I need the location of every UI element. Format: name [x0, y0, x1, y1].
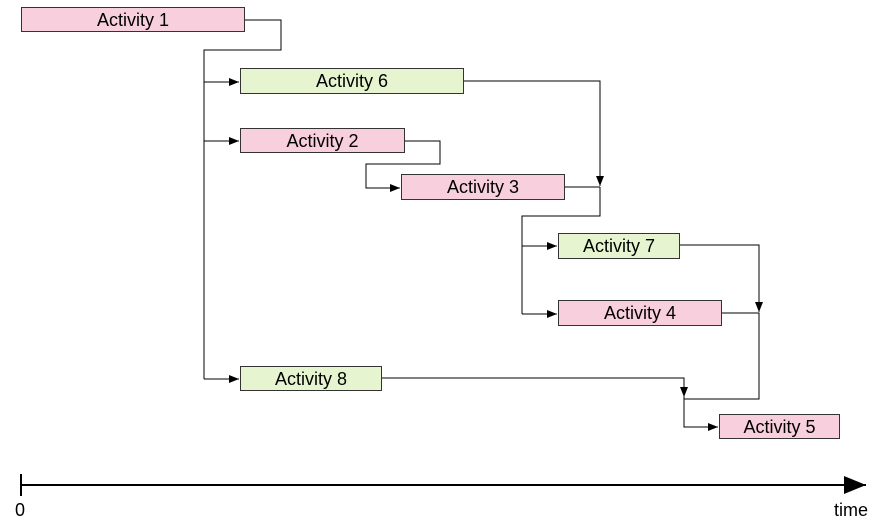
activity-box-5: Activity 5 [719, 414, 840, 439]
activity-box-1: Activity 1 [21, 7, 245, 32]
activity-box-7: Activity 7 [558, 233, 680, 259]
connector-merge-branch [521, 187, 601, 314]
activity-box-2: Activity 2 [240, 128, 405, 153]
time-axis-label: time [834, 500, 869, 520]
time-axis-origin-label: 0 [15, 500, 26, 520]
activity-box-4: Activity 4 [558, 300, 722, 326]
connector-a7-merge2 [680, 244, 763, 312]
activity-box-3: Activity 3 [401, 174, 565, 200]
activity-box-6: Activity 6 [240, 68, 464, 94]
connector-a6-merge [464, 80, 604, 186]
connector-a4-merge2 [684, 312, 760, 400]
connector-a2-a3 [365, 140, 441, 192]
activity-box-8: Activity 8 [240, 366, 382, 391]
connector-to-a5 [683, 397, 718, 431]
connector-a1-out [203, 19, 282, 379]
connector-a8-merge3 [382, 377, 688, 397]
